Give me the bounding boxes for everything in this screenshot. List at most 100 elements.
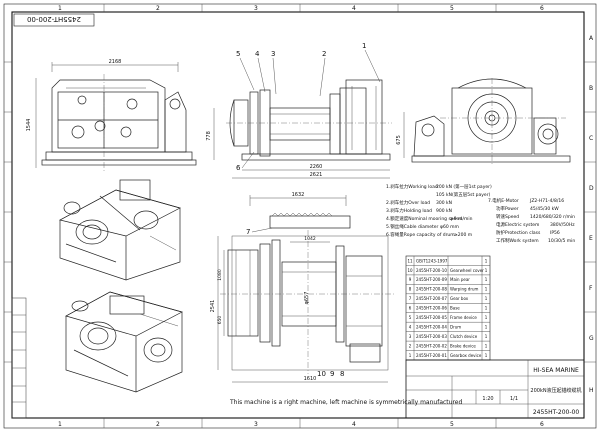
parts-row-5-no: 7 [409, 296, 412, 301]
spec-4-label: 4.额定速度Nominal mooring speed [386, 215, 462, 222]
parts-row-8-no: 4 [409, 325, 412, 330]
spec-1-value: 200 kN (第一层1st payer) [436, 183, 492, 190]
side-dim-overall: 2621 [310, 172, 323, 178]
zone-col-2-top: 2 [156, 5, 160, 12]
side-dim-height: 778 [206, 131, 212, 141]
zone-col-1-bottom: 1 [58, 421, 62, 428]
parts-row-10-code: 2455HT-200-02 [416, 343, 447, 348]
plan-callout-9: 9 [330, 370, 334, 378]
zone-columns: 1 2 3 4 5 6 1 2 3 4 5 6 [58, 4, 544, 428]
parts-row-8-qty: 1 [485, 325, 488, 330]
parts-row-10-name: Brake device [450, 343, 476, 348]
parts-row-2-qty: 1 [485, 268, 488, 273]
side-callout-2: 2 [322, 50, 326, 58]
spec-block: 1.刹车拉力Working load 200 kN (第一层1st payer)… [386, 183, 492, 238]
parts-row-9-code: 2455HT-200-03 [416, 334, 447, 339]
zone-col-1-top: 1 [58, 5, 62, 12]
motor-spec-block: 7.电机E-Motor JZ2-H71-4/8/16 功率Power 45/45… [488, 197, 575, 244]
revision-strip [11, 297, 27, 419]
zone-col-5-top: 5 [450, 5, 454, 12]
sheet-number: 1/1 [510, 396, 518, 402]
front-view: 2168 1544 [26, 59, 197, 172]
zone-row-b: B [589, 85, 593, 92]
zone-row-f: F [589, 285, 593, 292]
side-callout-5: 5 [236, 50, 240, 58]
spec-1b-value: 105 kN(第五层5st payer) [436, 191, 491, 198]
side-callout-1: 1 [362, 42, 366, 50]
spec-2-value: 300 kN [436, 200, 452, 206]
plan-dim-v2: 650 [217, 316, 223, 325]
zone-row-h: H [589, 387, 594, 394]
side-view: 5 4 3 2 1 6 778 2260 2621 [206, 42, 392, 179]
zone-row-g: G [589, 335, 594, 342]
parts-row-6-code: 2455HT-200-06 [416, 306, 447, 311]
side-callout-4: 4 [255, 50, 260, 58]
spec-5-label: 5.钢丝绳Cable diameter [386, 223, 439, 230]
parts-row-7-code: 2455HT-200-05 [416, 315, 447, 320]
zone-row-d: D [589, 185, 594, 192]
zone-row-e: E [589, 235, 593, 242]
parts-row-1-code: GB/T1243-1997 [416, 258, 448, 263]
motor-spec-3-value: 1420/680/320 r/min [530, 214, 575, 220]
parts-row-3-qty: 1 [485, 277, 488, 282]
motor-spec-6-value: 10/30/5 min [548, 238, 575, 244]
motor-spec-5-label: 防护Protection class [496, 229, 541, 236]
motor-spec-2-value: 45/45/30 kW [530, 206, 559, 212]
plan-callout-7: 7 [246, 228, 250, 236]
motor-spec-4-label: 电源Electric system [496, 221, 539, 228]
parts-row-11-code: 2455HT-200-01 [416, 353, 447, 358]
motor-spec-2-label: 功率Power [496, 205, 519, 212]
parts-row-1-no: 11 [407, 258, 413, 263]
spec-1-label: 1.刹车拉力Working load [386, 183, 438, 190]
drawing-number-box-rotated: 2455HT-200-00 [13, 13, 95, 27]
parts-row-7-name: Frame device [450, 315, 477, 320]
plan-view: 1632 7 8 9 10 φ657 1042 2541 [210, 192, 396, 383]
spec-6-label: 6.容绳量Rope capacity of drum [386, 231, 455, 238]
parts-row-4-no: 8 [409, 287, 412, 292]
scale: 1:20 [482, 396, 493, 402]
plan-callout-8: 8 [340, 370, 344, 378]
zone-col-5-bottom: 5 [450, 421, 454, 428]
zone-col-4-bottom: 4 [352, 421, 356, 428]
company-name: HI-SEA MARINE [533, 367, 579, 374]
parts-row-3-code: 2455HT-200-09 [416, 277, 447, 282]
drawing-note: This machine is a right machine, left ma… [229, 399, 462, 406]
drawing-number-rotated: 2455HT-200-00 [27, 15, 81, 23]
parts-row-7-qty: 1 [485, 315, 488, 320]
spec-2-label: 2.刹车拉力Over load [386, 199, 430, 206]
zone-row-c: C [589, 135, 593, 142]
motor-spec-1-label: 7.电机E-Motor [488, 197, 519, 204]
spec-5-value: φ60 mm [440, 224, 459, 230]
parts-row-4-name: Warping drum [450, 287, 479, 292]
side-dim-length: 2260 [310, 164, 323, 170]
zone-col-6-bottom: 6 [540, 421, 544, 428]
parts-row-2-name: Gearwheel cover [450, 268, 484, 273]
motor-spec-3-label: 转速Speed [496, 213, 519, 220]
plan-callout-10: 10 [317, 370, 326, 378]
end-view: 675 [396, 78, 571, 166]
parts-row-4-code: 2455HT-200-08 [416, 287, 447, 292]
zone-col-4-top: 4 [352, 5, 356, 12]
zone-col-2-bottom: 2 [156, 421, 160, 428]
parts-row-6-qty: 1 [485, 306, 488, 311]
plan-dim-bottom: 1610 [304, 376, 317, 382]
parts-row-10-no: 2 [409, 343, 412, 348]
plan-dim-v1: 1080 [217, 269, 223, 281]
zone-col-6-top: 6 [540, 5, 544, 12]
parts-row-5-code: 2455HT-200-07 [416, 296, 447, 301]
isometric-view-2 [65, 291, 183, 393]
parts-row-9-qty: 1 [485, 334, 488, 339]
front-dim-top: 2168 [109, 59, 122, 65]
parts-row-5-qty: 1 [485, 296, 488, 301]
parts-row-5-name: Gear box [450, 296, 469, 301]
spec-3-label: 3.刹车力Holding load [386, 207, 432, 214]
parts-row-8-name: Drum [450, 325, 461, 330]
parts-row-10-qty: 1 [485, 343, 488, 348]
side-callout-3: 3 [271, 50, 275, 58]
parts-row-3-no: 9 [409, 277, 412, 282]
motor-spec-6-label: 工作制Work system [496, 237, 539, 244]
front-dim-height: 1544 [26, 119, 32, 132]
parts-row-11-qty: 1 [485, 353, 488, 358]
